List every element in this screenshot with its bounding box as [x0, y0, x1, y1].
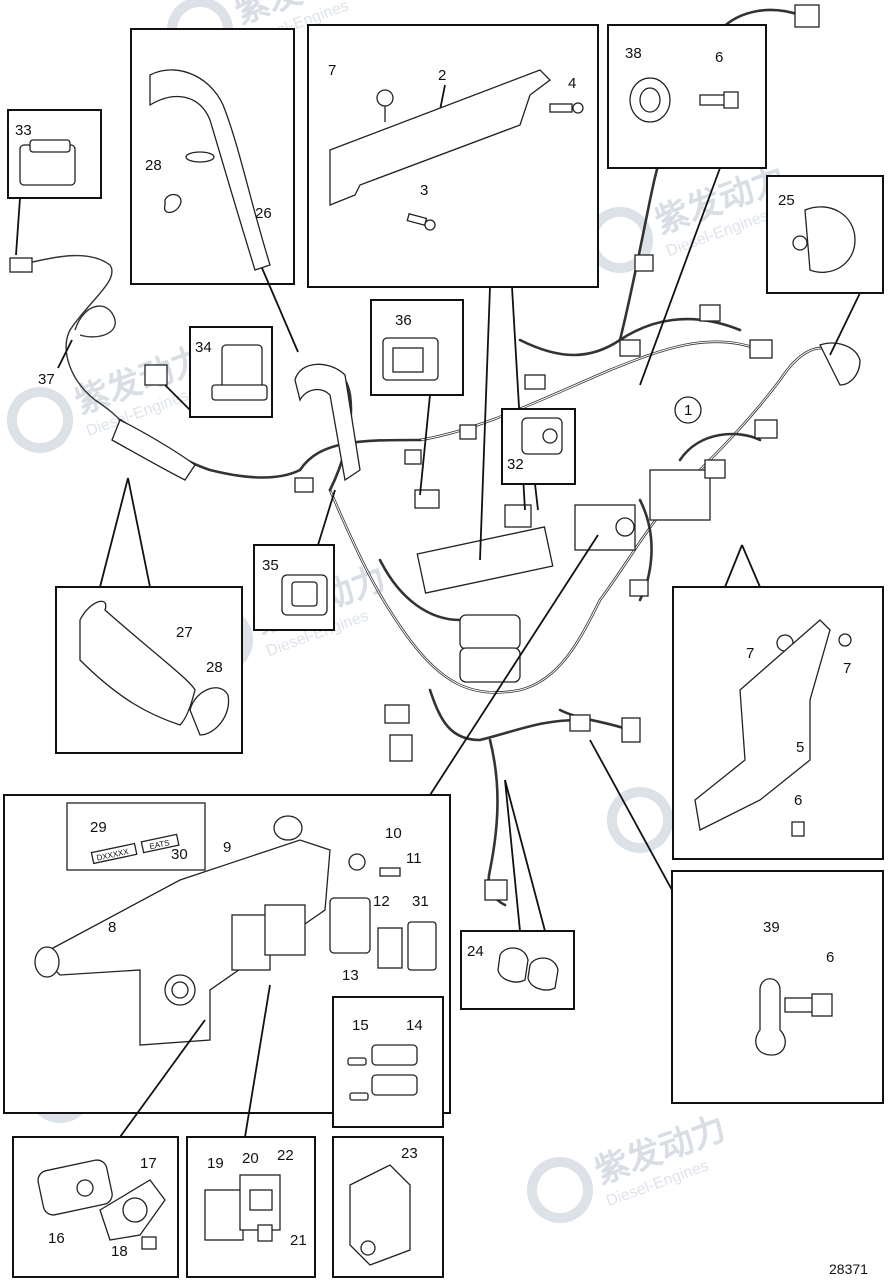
callout-20: 20	[242, 1150, 259, 1167]
harness-connector	[404, 449, 422, 465]
watermark-row-2: 紫发动力 Diesel-Engines	[7, 338, 211, 453]
callout-2: 2	[438, 67, 446, 84]
decal-30-text: EATS	[149, 838, 171, 851]
callout-24: 24	[467, 943, 484, 960]
callout-6c: 6	[826, 949, 834, 966]
watermark-row-7: 紫发动力 Diesel-Engines	[527, 1108, 731, 1223]
callout-34: 34	[195, 339, 212, 356]
callout-38: 38	[625, 45, 642, 62]
callout-7b: 7	[746, 645, 754, 662]
callout-14: 14	[406, 1017, 423, 1034]
conduit-26-installed	[294, 363, 361, 482]
callout-8: 8	[108, 919, 116, 936]
conduit-27-installed	[111, 419, 196, 481]
callout-18: 18	[111, 1243, 128, 1260]
harness-connector	[619, 339, 641, 357]
harness-connector	[484, 879, 508, 901]
detail-box-25: 25	[766, 175, 884, 356]
callout-31: 31	[412, 893, 429, 910]
drawing-number: 28371	[829, 1261, 868, 1277]
callout-16: 16	[48, 1230, 65, 1247]
detail-box-39-6: 39 6	[589, 739, 884, 1104]
detail-box-32: 32	[501, 408, 576, 511]
grommet-on-harness	[615, 517, 635, 537]
callout-29: 29	[90, 819, 107, 836]
end-connector-top	[794, 4, 820, 28]
callout-1: 1	[684, 402, 692, 419]
detail-box-19-22: 19 20 22 21	[186, 984, 316, 1278]
watermark-row-3: 紫发动力 Diesel-Engines	[587, 158, 791, 273]
detail-box-14-15: 15 14	[332, 996, 444, 1128]
sensor-connector	[389, 734, 413, 762]
callout-4: 4	[568, 75, 576, 92]
callout-3: 3	[420, 182, 428, 199]
callout-10: 10	[385, 825, 402, 842]
callout-15: 15	[352, 1017, 369, 1034]
callout-33: 33	[15, 122, 32, 139]
callout-6b: 6	[794, 792, 802, 809]
detail-box-33: 33	[7, 109, 102, 256]
main-wiring-harness: 1	[9, 4, 861, 907]
callout-6: 6	[715, 49, 723, 66]
harness-connector	[634, 254, 654, 272]
callout-28b: 28	[206, 659, 223, 676]
callout-11: 11	[406, 850, 422, 867]
harness-connector-32	[504, 504, 532, 528]
relay-block-upper	[459, 614, 521, 650]
detail-box-26-28: 28 26	[130, 28, 299, 353]
detail-box-35: 35	[253, 489, 336, 631]
harness-connector	[524, 374, 546, 390]
callout-27: 27	[176, 624, 193, 641]
detail-box-2-3-4-7: 7 2 4 3	[307, 24, 599, 561]
harness-connector	[621, 717, 641, 743]
callout-21: 21	[290, 1232, 307, 1249]
callout-26: 26	[255, 205, 272, 222]
callout-28: 28	[145, 157, 162, 174]
harness-connector	[294, 477, 314, 493]
callout-36: 36	[395, 312, 412, 329]
harness-connector-36	[414, 489, 440, 509]
harness-connector	[699, 304, 721, 322]
callout-23: 23	[401, 1145, 418, 1162]
harness-connector	[704, 459, 726, 479]
callout-22: 22	[277, 1147, 294, 1164]
end-connector-33	[9, 257, 33, 273]
callout-13: 13	[342, 967, 359, 984]
callout-19: 19	[207, 1155, 224, 1172]
detail-box-38-6: 38 6	[607, 24, 767, 386]
detail-box-36: 36	[370, 299, 464, 496]
detail-box-16-17-18: 17 16 18	[12, 1019, 206, 1278]
callout-7: 7	[328, 62, 336, 79]
callout-12: 12	[373, 893, 390, 910]
callout-17: 17	[140, 1155, 157, 1172]
callout-37: 37	[38, 371, 55, 388]
harness-connector	[384, 704, 410, 724]
detail-box-34: 34	[164, 326, 273, 418]
harness-connector	[749, 339, 773, 359]
detail-box-27-28: 27 28	[55, 477, 243, 754]
callout-5: 5	[796, 739, 804, 756]
callout-25: 25	[778, 192, 795, 209]
harness-connector	[754, 419, 778, 439]
callout-35: 35	[262, 557, 279, 574]
harness-connector	[459, 424, 477, 440]
harness-connector-34	[144, 364, 168, 386]
harness-connector	[569, 714, 591, 732]
callout-30: 30	[171, 846, 188, 863]
control-unit-bracket-5-area	[649, 469, 711, 521]
callout-7c: 7	[843, 660, 851, 677]
detail-box-5-6-7: 7 7 5 6	[672, 544, 884, 860]
detail-box-24: 24	[460, 779, 575, 1010]
callout-39: 39	[763, 919, 780, 936]
detail-box-23: 23	[332, 1136, 444, 1278]
callout-32: 32	[507, 456, 524, 473]
relay-block-lower	[459, 647, 521, 683]
callout-9: 9	[223, 839, 231, 856]
clamp-25-installed	[819, 342, 861, 386]
item-1-marker	[674, 396, 702, 424]
harness-connector	[629, 579, 649, 597]
